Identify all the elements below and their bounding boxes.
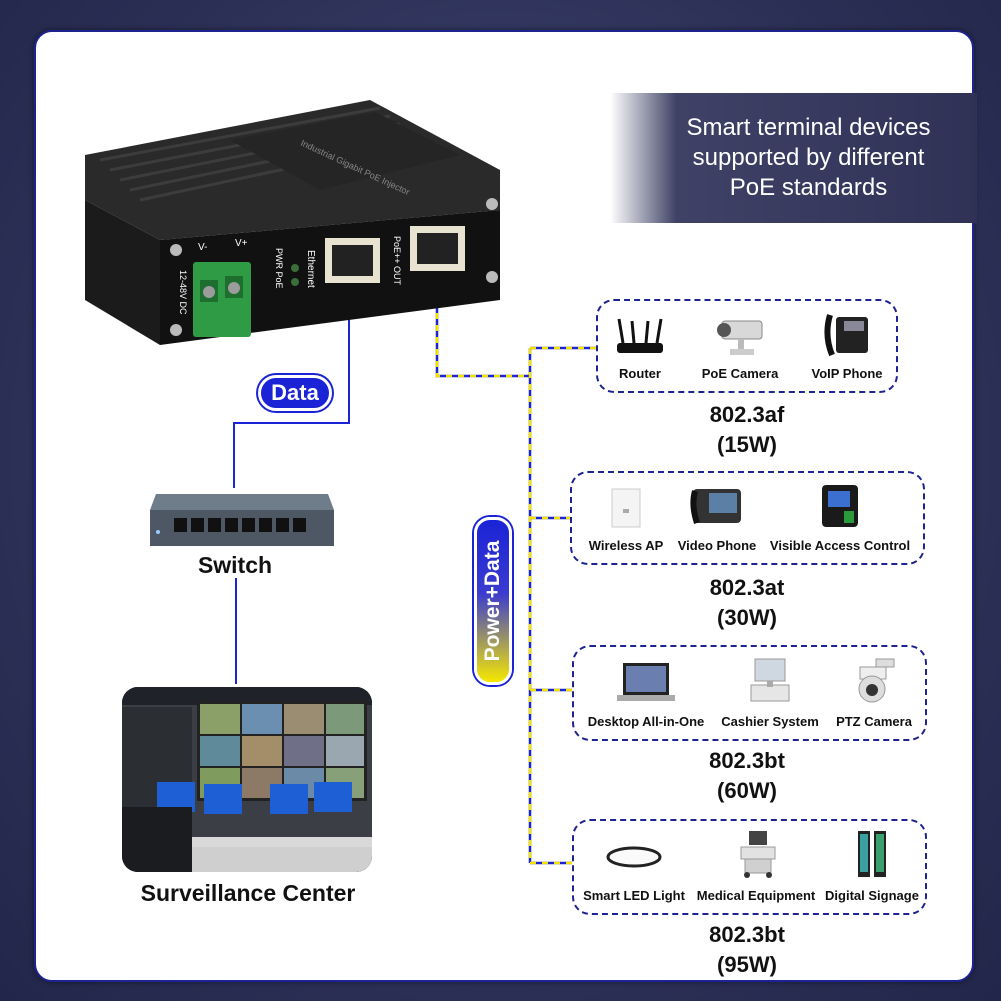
power-data-pill-label: Power+Data [481,540,504,662]
switch-label: Switch [197,552,273,578]
digital-signage-icon [858,831,886,877]
banner-line-1: Smart terminal devices [686,114,931,141]
device-wireless-ap: Wireless AP [586,487,666,553]
std-802-3bt-60w: 802.3bt (60W) [647,746,847,806]
std-802-3bt-95w-name: 802.3bt [709,922,785,947]
wireless-ap-icon [611,488,641,528]
router-icon [617,318,663,353]
data-pill: Data [258,375,332,411]
poe-out-label: PoE++ OUT [392,236,402,286]
std-802-3af-watts: (15W) [717,432,777,457]
device-poe-camera: PoE Camera [694,317,786,381]
device-smart-led-light: Smart LED Light [580,839,688,903]
cashier-label: Cashier System [721,714,819,729]
device-desktop-all-in-one: Desktop All-in-One [584,661,708,729]
cashier-system-icon [750,658,790,702]
poe-camera-label: PoE Camera [701,366,779,381]
ptz-camera-label: PTZ Camera [836,714,912,729]
desktop-label: Desktop All-in-One [587,714,705,729]
group-802-3bt-60w: Desktop All-in-One Cashier System PTZ Ca… [572,645,927,741]
device-medical-equipment: Medical Equipment [694,829,818,903]
std-802-3bt-60w-name: 802.3bt [709,748,785,773]
ethernet-label: Ethernet [305,250,316,288]
device-cashier-system: Cashier System [720,657,820,729]
device-router: Router [606,317,674,381]
access-control-icon [822,485,858,527]
std-802-3bt-95w-watts: (95W) [717,952,777,977]
device-digital-signage: Digital Signage [824,829,920,903]
std-802-3bt-95w: 802.3bt (95W) [647,920,847,980]
poe-camera-icon [717,320,763,355]
video-phone-label: Video Phone [677,538,757,553]
vplus-label: V+ [235,238,248,249]
std-802-3bt-60w-watts: (60W) [717,778,777,803]
banner: Smart terminal devices supported by diff… [610,93,977,223]
dc-label: 12-48V DC [178,270,188,315]
network-switch-image [150,494,334,546]
banner-line-3: PoE standards [729,174,888,201]
device-ptz-camera: PTZ Camera [830,657,918,729]
led-light-label: Smart LED Light [583,888,685,903]
router-label: Router [619,366,661,381]
surveillance-center-label: Surveillance Center [140,880,356,906]
medical-equipment-icon [740,831,776,878]
device-video-phone: Video Phone [676,483,758,553]
power-data-trunk [435,265,596,865]
power-data-pill: Power+Data [474,517,512,685]
video-phone-icon [690,489,741,524]
vminus-label: V- [198,242,207,253]
std-802-3at: 802.3at (30W) [647,573,847,633]
std-802-3at-watts: (30W) [717,605,777,630]
group-802-3at: Wireless AP Video Phone Visible Access C… [570,471,925,565]
poe-injector-device: Industrial Gigabit PoE Injector V- V+ 12… [85,100,500,345]
surveillance-center-image [122,687,372,872]
wireless-ap-label: Wireless AP [588,538,664,553]
group-802-3bt-95w: Smart LED Light Medical Equipment Digita… [572,819,927,915]
access-control-label: Visible Access Control [769,538,911,553]
device-visible-access-control: Visible Access Control [768,483,912,553]
device-voip-phone: VoIP Phone [802,311,892,381]
group-802-3af: Router PoE Camera VoIP Phone [596,299,898,393]
voip-phone-label: VoIP Phone [811,366,883,381]
led-light-icon [606,846,662,868]
banner-line-2: supported by different [692,144,925,171]
std-802-3af-name: 802.3af [709,402,785,427]
voip-phone-icon [824,314,868,357]
ptz-camera-icon [858,658,895,703]
std-802-3af: 802.3af (15W) [647,400,847,460]
medical-equipment-label: Medical Equipment [696,888,816,903]
data-line-upper [233,265,350,488]
laptop-icon [617,663,675,701]
digital-signage-label: Digital Signage [825,888,919,903]
pwr-label: PWR PoE [274,248,284,289]
std-802-3at-name: 802.3at [709,575,785,600]
